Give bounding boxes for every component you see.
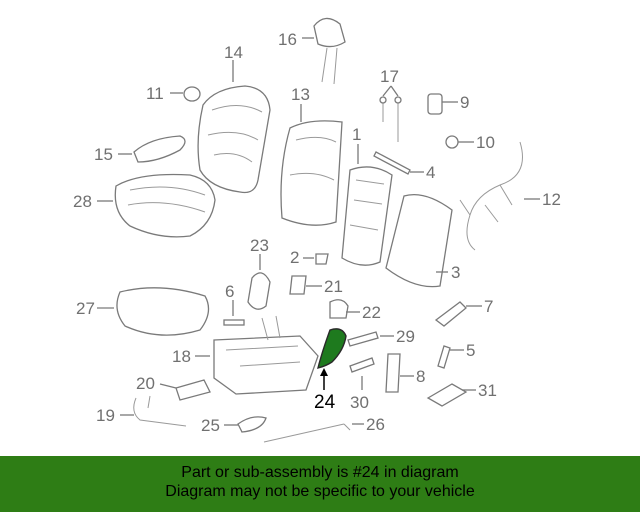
part-5-bar: 5 <box>437 341 475 369</box>
part-4-rod: 4 <box>373 151 435 182</box>
callout-28: 28 <box>73 192 92 211</box>
callout-19: 19 <box>96 406 115 425</box>
part-28-cushion: 28 <box>73 173 216 238</box>
callout-13: 13 <box>291 85 310 104</box>
part-24-highlighted: 24 <box>314 328 347 413</box>
callout-1: 1 <box>352 125 361 144</box>
callout-8: 8 <box>416 367 425 386</box>
part-27-cushion-pad: 27 <box>76 287 210 336</box>
callout-31: 31 <box>478 381 497 400</box>
part-1-back-frame: 1 <box>341 125 393 266</box>
part-31-cover: 31 <box>426 381 497 407</box>
part-6-strip: 6 <box>223 282 245 326</box>
callout-5: 5 <box>466 341 475 360</box>
callout-9: 9 <box>460 93 469 112</box>
part-30-strip: 30 <box>349 357 375 412</box>
callout-7: 7 <box>484 297 493 316</box>
callout-17: 17 <box>380 67 399 86</box>
callout-29: 29 <box>396 327 415 346</box>
callout-27: 27 <box>76 299 95 318</box>
part-2-clip: 2 <box>290 248 329 267</box>
part-26-cable: 26 <box>263 415 385 443</box>
part-18-seat-frame: 18 <box>172 315 319 395</box>
part-12-harness: 12 <box>459 141 561 251</box>
parts-diagram: 16 14 11 15 28 13 1 <box>73 17 561 443</box>
part-13-back-pad: 13 <box>280 85 343 226</box>
callout-18: 18 <box>172 347 191 366</box>
callout-23: 23 <box>250 236 269 255</box>
callout-11: 11 <box>146 84 164 103</box>
callout-10: 10 <box>476 133 495 152</box>
callout-24: 24 <box>314 392 336 413</box>
part-21-bracket: 21 <box>289 275 343 296</box>
callout-30: 30 <box>350 393 369 412</box>
part-17-bolts: 17 <box>379 67 402 142</box>
part-29-strip: 29 <box>347 327 415 347</box>
part-11-knob: 11 <box>146 84 201 103</box>
part-7-latch: 7 <box>434 297 493 327</box>
callout-2: 2 <box>290 248 299 267</box>
footer-line-2: Diagram may not be specific to your vehi… <box>165 483 475 500</box>
footer-banner: Part or sub-assembly is #24 in diagram D… <box>0 456 640 512</box>
callout-26: 26 <box>366 415 385 434</box>
callout-22: 22 <box>362 303 381 322</box>
callout-14: 14 <box>224 43 243 62</box>
callout-21: 21 <box>324 277 343 296</box>
part-10-button: 10 <box>445 133 495 152</box>
part-23-trim: 23 <box>247 236 271 310</box>
callout-15: 15 <box>94 145 113 164</box>
part-14-back-cover: 14 <box>197 43 271 194</box>
callout-4: 4 <box>426 163 435 182</box>
part-25-handle: 25 <box>201 416 267 435</box>
footer-line-1: Part or sub-assembly is #24 in diagram <box>181 464 459 481</box>
callout-12: 12 <box>542 190 561 209</box>
callout-20: 20 <box>136 374 155 393</box>
part-16-headrest: 16 <box>278 17 346 85</box>
part-8-side-trim: 8 <box>385 353 425 393</box>
callout-25: 25 <box>201 416 220 435</box>
part-3-back-panel: 3 <box>385 193 460 288</box>
part-20-plate: 20 <box>136 374 211 401</box>
part-15-pad: 15 <box>94 135 186 164</box>
callout-3: 3 <box>451 263 460 282</box>
callout-16: 16 <box>278 30 297 49</box>
part-9-clip: 9 <box>427 93 469 115</box>
callout-6: 6 <box>225 282 234 301</box>
part-22-cover: 22 <box>329 299 381 322</box>
part-19-wire: 19 <box>96 395 187 427</box>
